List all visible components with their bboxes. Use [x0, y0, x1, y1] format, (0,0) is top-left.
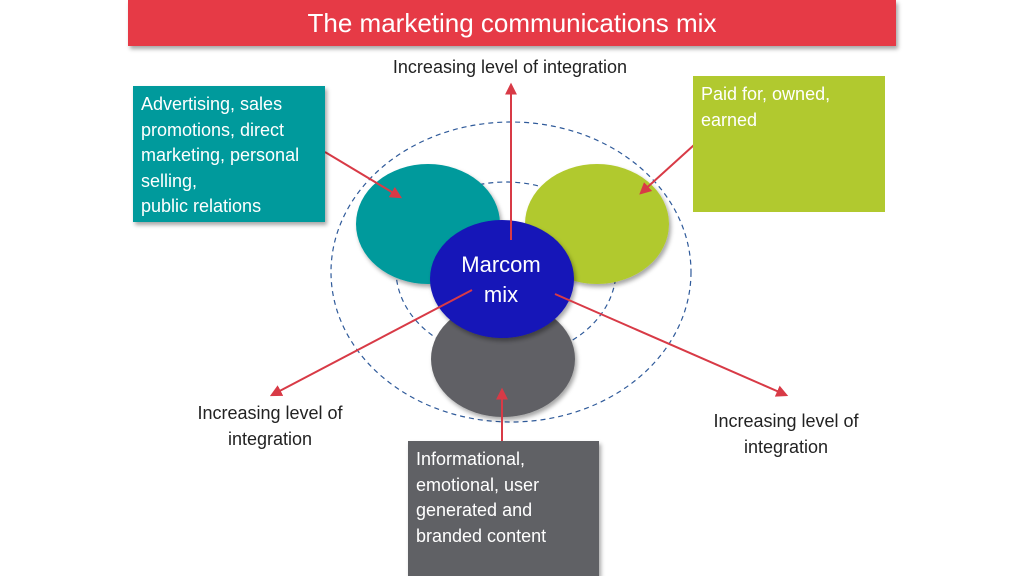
axis-label-top: Increasing level of integration — [392, 57, 628, 77]
axis-label-left: Increasing level of integration — [197, 403, 343, 449]
title-banner: The marketing communications mix — [128, 0, 896, 46]
teal-text-box: Advertising, sales promotions, direct ma… — [133, 86, 325, 222]
arrow-teal-box — [324, 151, 403, 199]
center-label: Marcom mix — [461, 252, 541, 307]
arrow-left — [269, 289, 473, 397]
page-title: The marketing communications mix — [307, 7, 717, 38]
axis-label-right: Increasing level of integration — [713, 411, 859, 457]
gray-text-box: Informational, emotional, user generated… — [408, 441, 599, 576]
center-circle — [430, 220, 574, 338]
arrow-green-box — [639, 144, 695, 195]
green-text-box: Paid for, owned, earned — [693, 76, 885, 212]
arrow-right — [554, 293, 789, 397]
